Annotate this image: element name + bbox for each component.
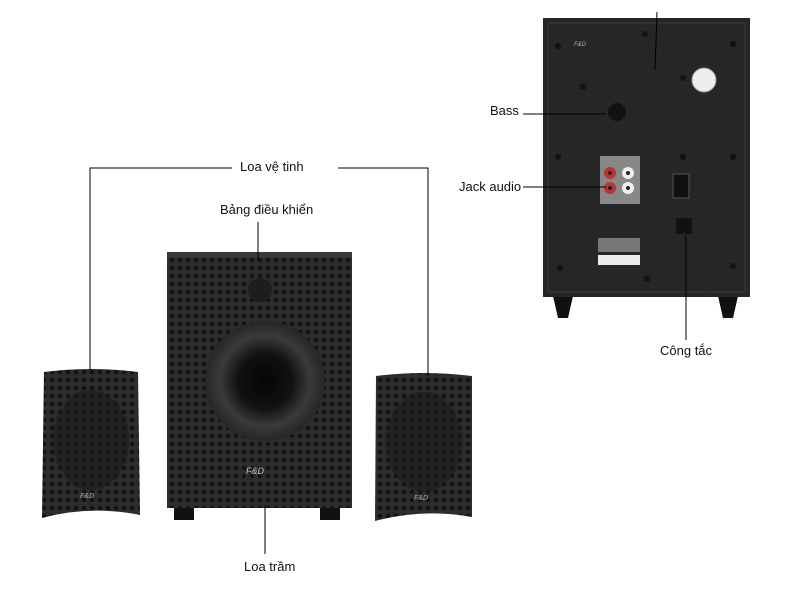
bass-knob	[608, 103, 626, 121]
bass-label: Bass	[490, 103, 519, 118]
jack-audio-label: Jack audio	[459, 179, 522, 194]
subwoofer-label: Loa trầm	[244, 559, 296, 574]
left-satellite-speaker: F&D	[42, 369, 140, 518]
audio-jack-panel	[600, 156, 640, 204]
brand-logo: F&D	[246, 466, 265, 476]
label-sticker	[691, 67, 717, 93]
brand-logo: F&D	[414, 495, 428, 502]
subwoofer-back-panel: F&D	[543, 18, 750, 318]
power-switch-label: Công tắc	[660, 343, 713, 358]
leader-lines	[89, 11, 687, 554]
satellite-speaker-label: Loa vệ tinh	[240, 159, 304, 174]
right-satellite-speaker: F&D	[375, 373, 472, 521]
power-cord	[683, 231, 706, 293]
brand-logo: F&D	[80, 493, 94, 500]
control-panel-label: Bảng điều khiển	[220, 202, 314, 217]
subwoofer-speaker: F&D	[167, 252, 352, 520]
svg-text:F&D: F&D	[574, 42, 587, 48]
power-switch	[672, 173, 690, 199]
